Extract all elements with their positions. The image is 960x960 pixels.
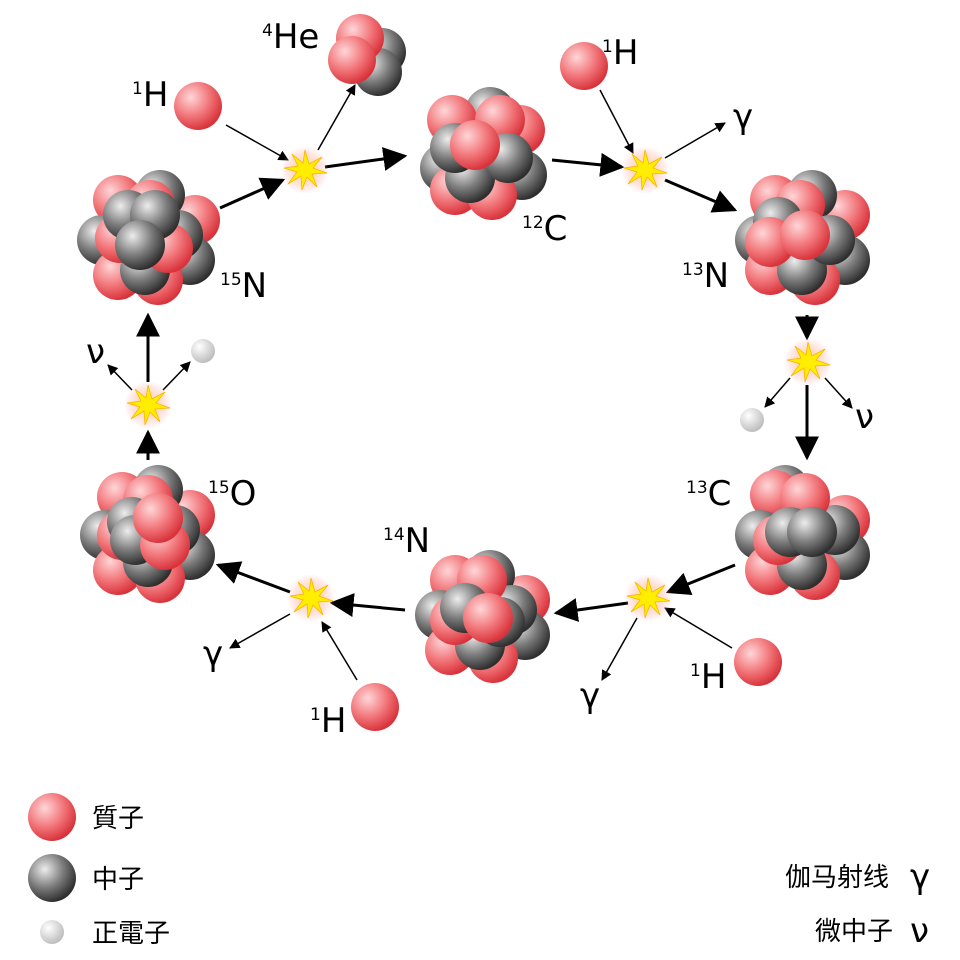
label-n15: 15N xyxy=(220,266,267,306)
arrow-to-o15 xyxy=(215,561,291,594)
legend-proton-swatch xyxy=(28,793,76,841)
reaction-flash xyxy=(286,573,336,623)
legend-positron-swatch xyxy=(40,920,64,944)
arrow-to-n13 xyxy=(664,178,738,213)
legend-gamma-symbol: γ xyxy=(910,857,930,897)
reaction-flash xyxy=(620,145,670,195)
nucleus-c13 xyxy=(735,465,870,600)
label-neutrino: ν xyxy=(855,397,874,437)
arrow-n14-to-flash xyxy=(329,593,406,618)
legend-positron-label: 正電子 xyxy=(92,919,170,949)
proton-h1-top-left xyxy=(174,82,222,130)
label-he4: 4He xyxy=(262,17,319,57)
nucleus-c12 xyxy=(420,87,547,220)
label-c12: 12C xyxy=(522,209,567,249)
proton-h1-bottom-right xyxy=(734,638,782,686)
label-o15: 15O xyxy=(208,474,256,514)
label-h1: 1H xyxy=(132,75,168,115)
secondary-arrows xyxy=(107,84,853,681)
label-c13: 13C xyxy=(686,474,731,514)
legend-neutron-swatch xyxy=(28,854,76,902)
reaction-flash xyxy=(280,145,330,195)
label-neutrino: ν xyxy=(86,332,105,372)
nucleus-n15 xyxy=(77,170,220,305)
label-h1: 1H xyxy=(602,33,638,73)
legend: 質子 中子 正電子 伽马射线 γ 微中子 ν xyxy=(28,793,930,951)
cycle-arrows xyxy=(136,147,819,622)
positron-right xyxy=(740,408,764,432)
proton-h1-top-right xyxy=(560,42,608,90)
nucleus-he4 xyxy=(328,14,406,96)
arrow-n15-to-flash xyxy=(219,177,286,210)
legend-neutrino-symbol: ν xyxy=(910,911,929,951)
label-n13: 13N xyxy=(682,256,729,296)
legend-gamma-label: 伽马射线 xyxy=(785,863,889,893)
nucleus-n13 xyxy=(735,170,870,305)
arrow-c12-to-flash xyxy=(551,152,625,177)
reaction-flash xyxy=(623,573,673,623)
proton-h1-bottom-left xyxy=(351,683,399,731)
arrow-to-n14 xyxy=(553,598,629,622)
label-h1: 1H xyxy=(310,701,346,741)
label-gamma: γ xyxy=(203,634,223,674)
legend-neutrino-label: 微中子 xyxy=(815,917,893,947)
label-h1: 1H xyxy=(690,657,726,697)
legend-neutron-label: 中子 xyxy=(92,865,144,895)
label-gamma: γ xyxy=(733,97,753,137)
arrow-c13-to-flash xyxy=(665,563,736,596)
label-n14: 14N xyxy=(383,521,430,561)
legend-proton-label: 質子 xyxy=(92,804,144,834)
nucleus-o15 xyxy=(80,465,215,603)
reaction-flash xyxy=(783,337,833,387)
nucleus-n14 xyxy=(415,550,550,683)
arrow-to-c12 xyxy=(324,147,408,171)
label-gamma: γ xyxy=(580,676,600,716)
positron-left xyxy=(191,339,215,363)
reaction-flash xyxy=(123,380,173,430)
